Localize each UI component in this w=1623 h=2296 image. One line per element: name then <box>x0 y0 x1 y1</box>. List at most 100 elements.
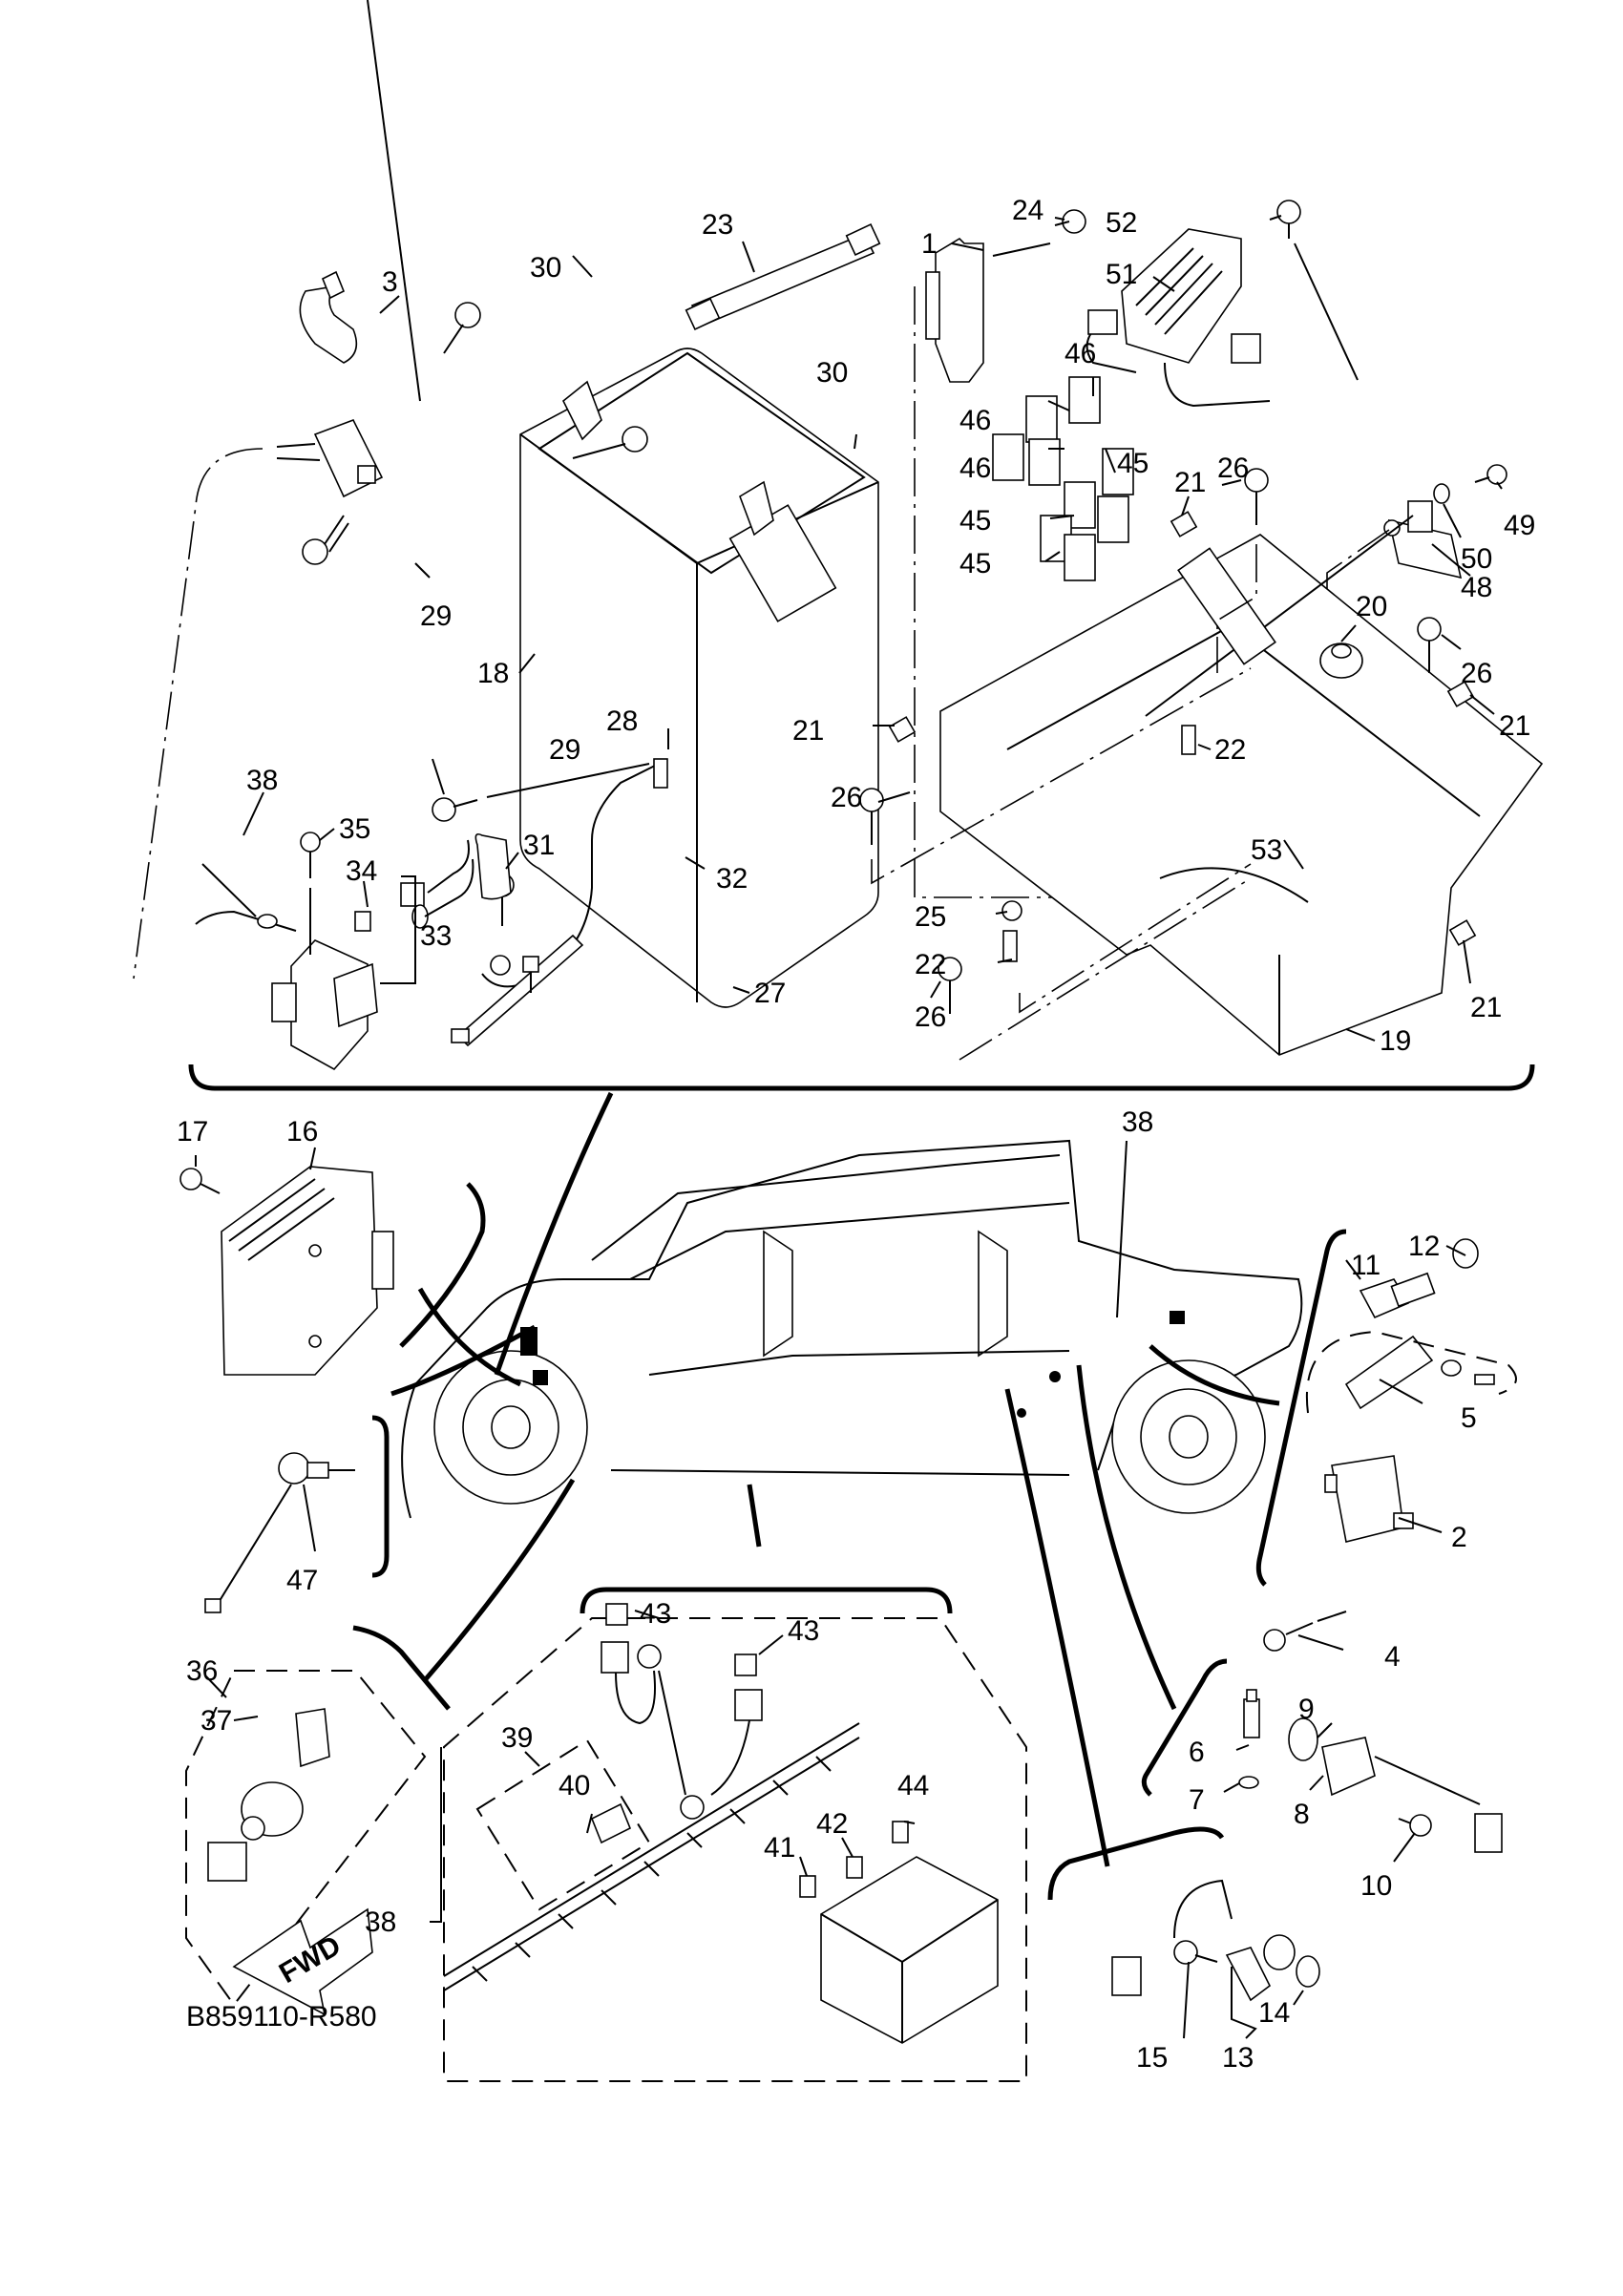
bracket-16 <box>399 1182 486 1348</box>
spark-plug <box>1243 1689 1260 1738</box>
callout-38-c: 38 <box>365 1906 396 1938</box>
bracket-right-bottom <box>1047 1826 1225 1901</box>
callout-17: 17 <box>177 1116 208 1148</box>
cap-43-a <box>605 1603 628 1626</box>
callout-30-b: 30 <box>816 357 848 389</box>
rectifier-regulator <box>221 1166 394 1376</box>
callout-24: 24 <box>1012 195 1043 226</box>
callout-43-a: 43 <box>640 1598 671 1630</box>
callout-6: 6 <box>1189 1737 1205 1768</box>
grommet-20 <box>1319 642 1363 679</box>
bracket-47 <box>371 1415 390 1578</box>
callout-22-a: 22 <box>1214 734 1246 766</box>
callout-28: 28 <box>606 706 638 737</box>
callout-49: 49 <box>1504 510 1535 541</box>
callouts: 1 2 3 4 5 6 7 8 9 10 11 12 13 14 15 16 1… <box>177 195 1535 2074</box>
battery-nut-1 <box>454 302 481 328</box>
callout-5: 5 <box>1461 1402 1477 1434</box>
leader-to-box-36 <box>423 1478 576 1682</box>
clip-22-b <box>1002 930 1018 962</box>
callout-35: 35 <box>339 813 370 845</box>
control-unit <box>925 237 984 383</box>
callout-50: 50 <box>1461 543 1492 575</box>
callout-34: 34 <box>346 855 377 887</box>
leader-to-sensor-13 <box>1004 1388 1110 1867</box>
cap-43-b <box>734 1654 757 1676</box>
callout-36: 36 <box>186 1655 218 1687</box>
bolt-4 <box>1263 1611 1347 1652</box>
callout-43-b: 43 <box>788 1615 819 1647</box>
harness-main <box>443 1722 860 1991</box>
callout-52: 52 <box>1106 207 1137 239</box>
battery-bolt-upper <box>302 515 349 565</box>
box-36-outline <box>185 1670 427 2007</box>
callout-53: 53 <box>1251 834 1282 866</box>
callout-25: 25 <box>915 901 946 933</box>
callout-39: 39 <box>501 1722 533 1754</box>
callout-37: 37 <box>200 1705 232 1737</box>
nut-25 <box>1001 900 1022 921</box>
leader-to-regulator <box>417 1287 522 1387</box>
callout-11: 11 <box>1351 1250 1381 1281</box>
main-fuse <box>354 911 371 932</box>
callout-44: 44 <box>897 1770 929 1801</box>
callout-48: 48 <box>1461 572 1492 603</box>
callout-18: 18 <box>477 658 509 689</box>
callout-46-a: 46 <box>1064 338 1096 369</box>
drawing-code: B859110-R580 <box>186 2001 377 2033</box>
bolt-15 <box>1173 1940 1218 1965</box>
bolt-49 <box>1474 464 1507 485</box>
callout-22-b: 22 <box>915 949 946 980</box>
battery-nut-2 <box>622 426 648 453</box>
callout-2: 2 <box>1451 1522 1467 1553</box>
bolt-26-d <box>938 957 962 1014</box>
callout-3: 3 <box>382 266 398 298</box>
sensor-11 <box>1359 1272 1436 1319</box>
cable-tie <box>451 934 584 1047</box>
callout-29-a: 29 <box>420 600 452 632</box>
washer-12 <box>1452 1238 1479 1269</box>
starter-relay <box>271 939 378 1071</box>
callout-20: 20 <box>1356 591 1387 622</box>
sensor-48 <box>1383 500 1463 579</box>
callout-40: 40 <box>559 1770 590 1801</box>
harness-box-outline <box>443 1617 1027 2082</box>
leader-to-harness-38 <box>747 1484 762 1548</box>
switch-37 <box>207 1708 330 1882</box>
callout-41: 41 <box>764 1832 795 1864</box>
sensor-47 <box>204 1452 355 1613</box>
fuse-44 <box>892 1821 909 1843</box>
callout-31: 31 <box>523 830 555 861</box>
callout-19: 19 <box>1380 1025 1411 1057</box>
callout-21-b: 21 <box>792 715 824 747</box>
callout-30-a: 30 <box>530 252 561 284</box>
battery-band <box>685 223 881 330</box>
fuse-41 <box>799 1875 816 1898</box>
leader-to-top-section <box>494 1091 614 1376</box>
callout-15: 15 <box>1136 2042 1168 2074</box>
leader-lines <box>195 215 1503 2039</box>
callout-23: 23 <box>702 209 733 241</box>
fuse-42 <box>846 1856 863 1879</box>
callout-9: 9 <box>1298 1694 1315 1725</box>
bolt-26-a <box>1244 468 1269 525</box>
callout-45-c: 45 <box>959 548 991 579</box>
o-ring-14 <box>1296 1955 1320 1988</box>
bolt-10 <box>1398 1814 1432 1837</box>
callout-32: 32 <box>716 863 748 895</box>
clip-nut-21-d <box>1448 919 1477 946</box>
callout-16: 16 <box>286 1116 318 1148</box>
clip-nut-21-b <box>888 716 917 743</box>
sensor-8 <box>1321 1737 1503 1853</box>
callout-13: 13 <box>1222 2042 1254 2074</box>
battery-cable <box>133 0 421 979</box>
callout-46-b: 46 <box>959 405 991 436</box>
callout-1: 1 <box>921 228 938 260</box>
callout-26-b: 26 <box>1461 658 1492 689</box>
plug-cap-5 <box>1305 1330 1517 1414</box>
bracket-right-mid <box>1141 1658 1228 1797</box>
battery-box <box>939 515 1544 1056</box>
callout-29-b: 29 <box>549 734 580 766</box>
fuse-box <box>820 1856 999 2044</box>
